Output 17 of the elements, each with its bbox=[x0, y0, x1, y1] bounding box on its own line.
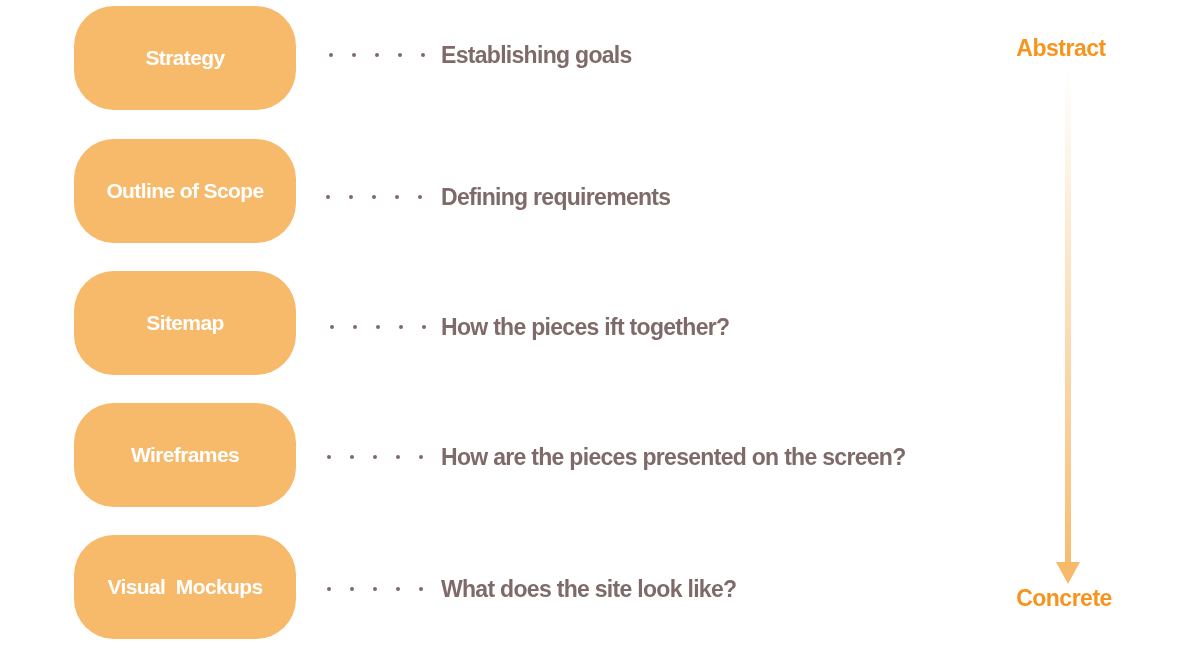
description-text: Establishing goals bbox=[441, 41, 632, 70]
stage-label: Sitemap bbox=[146, 311, 224, 335]
description-text: What does the site look like? bbox=[441, 575, 737, 604]
stage-box bbox=[74, 271, 296, 375]
stage-label: Visual Mockups bbox=[107, 575, 263, 599]
stage-box bbox=[74, 139, 296, 243]
stage-label: Wireframes bbox=[130, 443, 240, 467]
description-text: Defining requirements bbox=[441, 183, 671, 212]
scale-label: Abstract bbox=[1016, 34, 1106, 62]
description-text: How the pieces ift together? bbox=[441, 313, 730, 342]
description-text: How are the pieces presented on the screen? bbox=[441, 443, 906, 472]
stage-box bbox=[74, 403, 296, 507]
stage-label: Strategy bbox=[145, 46, 225, 70]
scale-label: Concrete bbox=[1016, 584, 1112, 612]
stage-box bbox=[74, 535, 296, 639]
stage-label: Outline of Scope bbox=[106, 179, 264, 203]
stage-box bbox=[74, 6, 296, 110]
